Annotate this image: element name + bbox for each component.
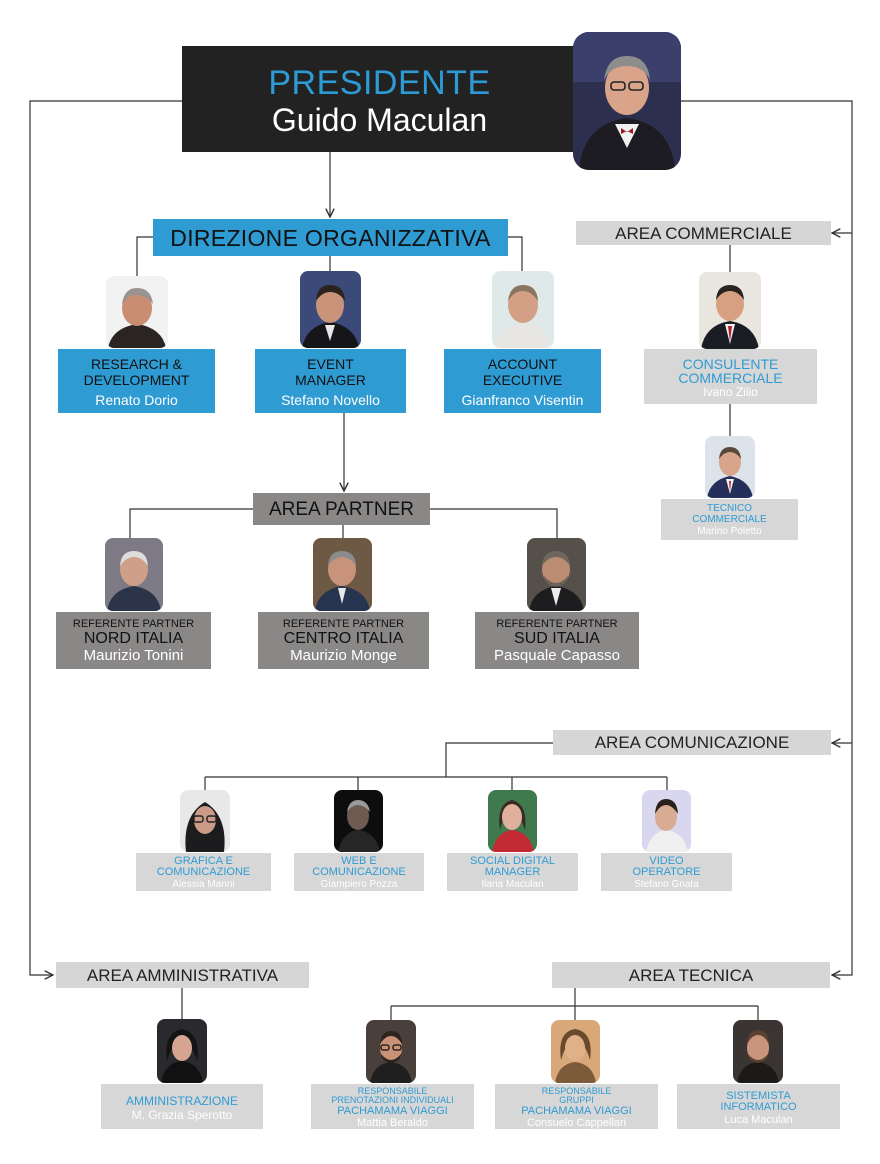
photo-ivano-zilio <box>699 272 761 349</box>
card-referente-nord: REFERENTE PARTNER NORD ITALIA Maurizio T… <box>56 612 211 669</box>
role-line-1: EVENT <box>307 356 354 372</box>
role-sub: REFERENTE PARTNER <box>282 618 405 630</box>
role-line-2: EXECUTIVE <box>482 372 563 388</box>
role-sub: REFERENTE PARTNER <box>496 618 618 630</box>
role-line-2: INFORMATICO <box>720 1101 797 1113</box>
area-name: NORD ITALIA <box>83 630 184 647</box>
person-name: Gianfranco Visentin <box>461 392 584 408</box>
person-name: Marino Poletto <box>697 526 762 537</box>
role-line-1: GRAFICA E <box>174 855 233 867</box>
card-grafica-comunicazione: GRAFICA E COMUNICAZIONE Alessia Manni <box>136 853 271 891</box>
role-line-3: PACHAMAMA VIAGGI <box>337 1105 448 1117</box>
card-video-operatore: VIDEO OPERATORE Stefano Gnata <box>601 853 732 891</box>
person-name: Ivano Zilio <box>703 385 758 399</box>
photo-renato-dorio <box>106 276 168 348</box>
card-event-manager: EVENT MANAGER Stefano Novello <box>255 349 406 413</box>
role-line-2: COMUNICAZIONE <box>312 866 406 878</box>
president-role: PRESIDENTE <box>268 64 491 102</box>
role-line-1: SOCIAL DIGITAL <box>470 855 555 867</box>
role-line-2: GRUPPI <box>559 1095 594 1105</box>
card-responsabile-gruppi: RESPONSABILE GRUPPI PACHAMAMA VIAGGI Con… <box>495 1084 658 1129</box>
role-line-1: ACCOUNT <box>487 356 558 372</box>
card-tecnico-commerciale: TECNICO COMMERCIALE Marino Poletto <box>661 499 798 540</box>
card-research-development: RESEARCH & DEVELOPMENT Renato Dorio <box>58 349 215 413</box>
photo-maurizio-monge <box>313 538 372 611</box>
person-name: Maurizio Monge <box>290 647 397 664</box>
role-line-2: MANAGER <box>484 866 541 878</box>
person-name: M. Grazia Sperotto <box>131 1108 233 1122</box>
president-name: Guido Maculan <box>271 102 488 138</box>
photo-m-grazia-sperotto <box>157 1019 207 1083</box>
photo-mattia-beraldo <box>366 1020 416 1083</box>
person-name: Stefano Gnata <box>634 879 699 890</box>
role-line-1: CONSULENTE <box>682 356 779 372</box>
role-line-1: RESPONSABILE <box>357 1086 428 1096</box>
area-tecnica-header: AREA TECNICA <box>552 962 830 988</box>
area-comunicazione-header: AREA COMUNICAZIONE <box>553 730 831 755</box>
person-name: Ilaria Maculan <box>481 879 544 890</box>
person-name: Mattia Beraldo <box>357 1117 428 1129</box>
photo-maurizio-tonini <box>105 538 163 611</box>
role-line-2: COMMERCIALE <box>678 370 783 386</box>
photo-ilaria-maculan <box>488 790 537 852</box>
person-name: Luca Maculan <box>724 1114 793 1126</box>
card-web-comunicazione: WEB E COMUNICAZIONE Giampiero Pozza <box>294 853 424 891</box>
card-account-executive: ACCOUNT EXECUTIVE Gianfranco Visentin <box>444 349 601 413</box>
role-line-3: PACHAMAMA VIAGGI <box>521 1105 632 1117</box>
role-line-1: RESEARCH & <box>90 356 183 372</box>
card-referente-sud: REFERENTE PARTNER SUD ITALIA Pasquale Ca… <box>475 612 639 669</box>
role-line-1: TECNICO <box>707 503 752 514</box>
role-label: AMMINISTRAZIONE <box>125 1094 238 1108</box>
role-sub: REFERENTE PARTNER <box>72 618 195 630</box>
photo-giampiero-pozza <box>334 790 383 852</box>
card-sistemista-informatico: SISTEMISTA INFORMATICO Luca Maculan <box>677 1084 840 1129</box>
direzione-organizzativa-header: DIREZIONE ORGANIZZATIVA <box>153 219 508 256</box>
photo-marino-poletto <box>705 436 755 498</box>
role-line-1: RESPONSABILE <box>541 1086 612 1096</box>
person-name: Stefano Novello <box>281 392 380 408</box>
photo-stefano-gnata <box>642 790 691 852</box>
person-name: Giampiero Pozza <box>320 879 398 890</box>
role-line-2: MANAGER <box>295 372 366 388</box>
role-line-2: DEVELOPMENT <box>83 372 190 388</box>
role-line-1: WEB E <box>341 855 377 867</box>
photo-alessia-manni <box>180 790 230 852</box>
area-amministrativa-header: AREA AMMINISTRATIVA <box>56 962 309 988</box>
person-name: Pasquale Capasso <box>494 647 620 664</box>
photo-gianfranco-visentin <box>492 271 554 348</box>
area-commerciale-header: AREA COMMERCIALE <box>576 221 831 245</box>
card-referente-centro: REFERENTE PARTNER CENTRO ITALIA Maurizio… <box>258 612 429 669</box>
area-partner-header: AREA PARTNER <box>253 493 430 525</box>
role-line-2: COMMERCIALE <box>692 514 767 525</box>
card-amministrazione: AMMINISTRAZIONE M. Grazia Sperotto <box>101 1084 263 1129</box>
card-social-digital-manager: SOCIAL DIGITAL MANAGER Ilaria Maculan <box>447 853 578 891</box>
president-photo <box>573 32 681 170</box>
role-line-1: VIDEO <box>649 855 684 867</box>
area-name: CENTRO ITALIA <box>283 630 404 647</box>
card-consulente-commerciale: CONSULENTE COMMERCIALE Ivano Zilio <box>644 349 817 404</box>
card-responsabile-prenotazioni: RESPONSABILE PRENOTAZIONI INDIVIDUALI PA… <box>311 1084 474 1129</box>
person-name: Renato Dorio <box>95 392 178 408</box>
person-name: Consuelo Cappellari <box>526 1117 627 1129</box>
role-line-2: COMUNICAZIONE <box>156 866 251 878</box>
area-name: SUD ITALIA <box>514 630 600 647</box>
role-line-1: SISTEMISTA <box>726 1090 791 1102</box>
photo-pasquale-capasso <box>527 538 586 611</box>
person-name: Maurizio Tonini <box>83 647 184 664</box>
photo-stefano-novello <box>300 271 361 348</box>
role-line-2: PRENOTAZIONI INDIVIDUALI <box>331 1095 454 1105</box>
photo-consuelo-cappellari <box>551 1020 600 1083</box>
photo-luca-maculan <box>733 1020 783 1083</box>
role-line-2: OPERATORE <box>632 866 701 878</box>
person-name: Alessia Manni <box>172 879 235 890</box>
